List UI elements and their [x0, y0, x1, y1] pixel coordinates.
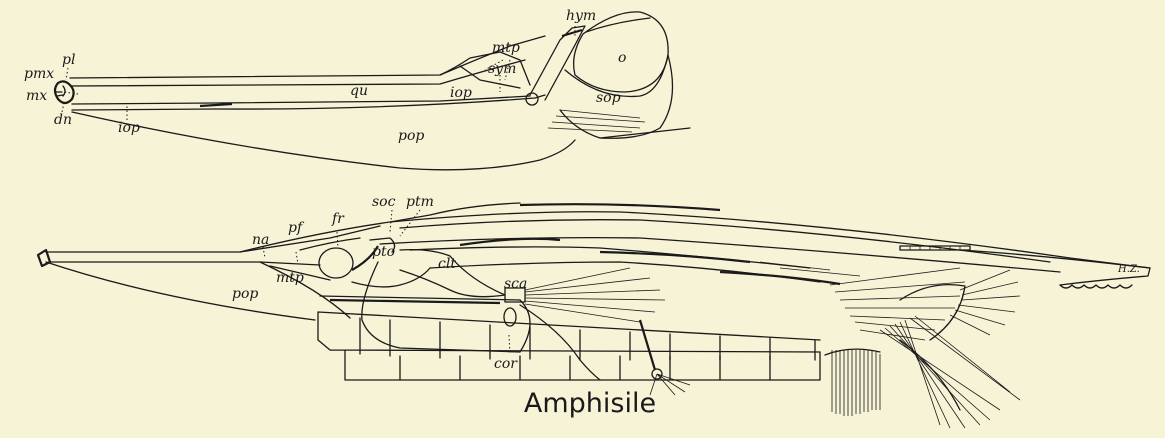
upper-skull-figure: [55, 12, 690, 170]
label-mx: mx: [26, 88, 47, 104]
tail-serration: [1060, 285, 1132, 288]
label-mtp: mtp: [276, 270, 304, 286]
label-iop-rear: iop: [450, 85, 472, 101]
snout-dorsal-edge: [46, 226, 380, 252]
label-pmx: pmx: [24, 66, 54, 82]
artist-signature: H.Z.: [1117, 264, 1140, 275]
caudal-fin-vertical: [832, 350, 880, 416]
dorsal-rod: [900, 246, 970, 250]
preopercle-lower: [46, 262, 315, 320]
orbit: [319, 248, 353, 278]
label-cor: cor: [494, 356, 518, 372]
caudal-fin-oblique: [880, 316, 1020, 428]
label-pl: pl: [62, 52, 75, 68]
lower-figure-labels: na pf fr soc ptm mtp pto clt sca cor pop…: [232, 194, 1140, 372]
label-fr: fr: [331, 211, 345, 227]
label-ptm: ptm: [406, 194, 434, 210]
label-na: na: [252, 232, 269, 248]
dorsal-fin-rays: [830, 268, 965, 340]
label-qu: qu: [350, 83, 368, 99]
label-pto: pto: [372, 244, 395, 260]
label-soc: soc: [372, 194, 396, 210]
label-mtp: mtp: [492, 40, 520, 56]
label-pop: pop: [398, 128, 424, 144]
label-pf: pf: [288, 220, 305, 236]
figure-caption: Amphisile: [470, 388, 710, 419]
hyomandibular: [530, 26, 585, 100]
label-clt: clt: [438, 256, 456, 272]
label-sop: sop: [596, 90, 621, 106]
preopercle-outline: [72, 112, 575, 170]
label-sym: sym: [488, 61, 516, 77]
label-pop: pop: [232, 286, 258, 302]
label-iop-front: iop: [118, 120, 140, 136]
label-o: o: [618, 50, 626, 66]
label-hym: hym: [566, 8, 596, 24]
label-sca: sca: [504, 276, 527, 292]
pelvic-spine: [640, 320, 655, 370]
pectoral-fin-rays: [525, 268, 665, 322]
label-dn: dn: [54, 112, 72, 128]
